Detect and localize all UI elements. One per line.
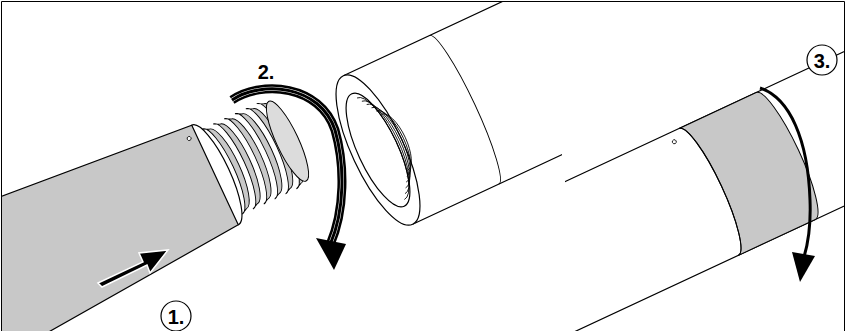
nozzle-end bbox=[259, 97, 316, 186]
arrow-head bbox=[792, 252, 815, 282]
callout-circle bbox=[807, 45, 837, 75]
socket-tube bbox=[320, 2, 562, 235]
rotate-arrow bbox=[760, 88, 810, 260]
thread-groove bbox=[362, 94, 420, 193]
callout-number: 3. bbox=[814, 51, 831, 71]
thread-groove bbox=[381, 109, 418, 170]
thread-groove bbox=[357, 91, 420, 200]
thread-groove bbox=[372, 102, 419, 182]
thread-groove bbox=[367, 98, 419, 188]
arrow-head bbox=[316, 238, 346, 270]
callout-number: 2. bbox=[258, 62, 275, 82]
rotate-arrow bbox=[232, 89, 342, 245]
callout-circle bbox=[161, 301, 191, 331]
assembled-tube bbox=[565, 6, 844, 331]
threaded-nozzle bbox=[2, 64, 331, 331]
push-arrow bbox=[98, 250, 168, 287]
callout-number: 1. bbox=[168, 307, 185, 327]
thread-groove bbox=[376, 106, 418, 177]
